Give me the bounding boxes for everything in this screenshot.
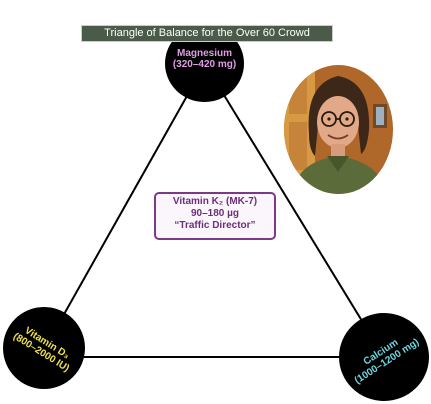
- vitamin-k2-box: Vitamin K₂ (MK-7) 90–180 µg “Traffic Dir…: [154, 192, 276, 240]
- calcium-name: Calcium: [361, 337, 401, 368]
- portrait-image: [284, 65, 393, 194]
- vitamin-k2-name: Vitamin K₂ (MK-7): [172, 196, 258, 207]
- portrait-shirt: [293, 156, 387, 194]
- edge-magnesium-calcium: [204, 63, 385, 358]
- node-vitamin-d: Vitamin D₃ (800–2000 IU): [3, 307, 85, 389]
- portrait-face: [317, 96, 359, 148]
- magnesium-dose: (320–420 mg): [172, 59, 237, 70]
- magnesium-label: Magnesium (320–420 mg): [165, 48, 244, 70]
- vitamin-k2-role: “Traffic Director”: [174, 220, 256, 231]
- calcium-label: Calcium (1000–1200 mg): [336, 321, 431, 394]
- node-calcium: Calcium (1000–1200 mg): [339, 313, 429, 401]
- edge-magnesium-vitamin-d: [44, 63, 206, 349]
- vitamin-d-label: Vitamin D₃ (800–2000 IU): [0, 315, 88, 381]
- magnesium-name: Magnesium: [176, 48, 232, 59]
- diagram-title: Triangle of Balance for the Over 60 Crow…: [81, 25, 333, 42]
- portrait-hair: [308, 76, 370, 156]
- portrait-smile: [327, 134, 349, 140]
- vitamin-k2-dose: 90–180 µg: [190, 208, 240, 219]
